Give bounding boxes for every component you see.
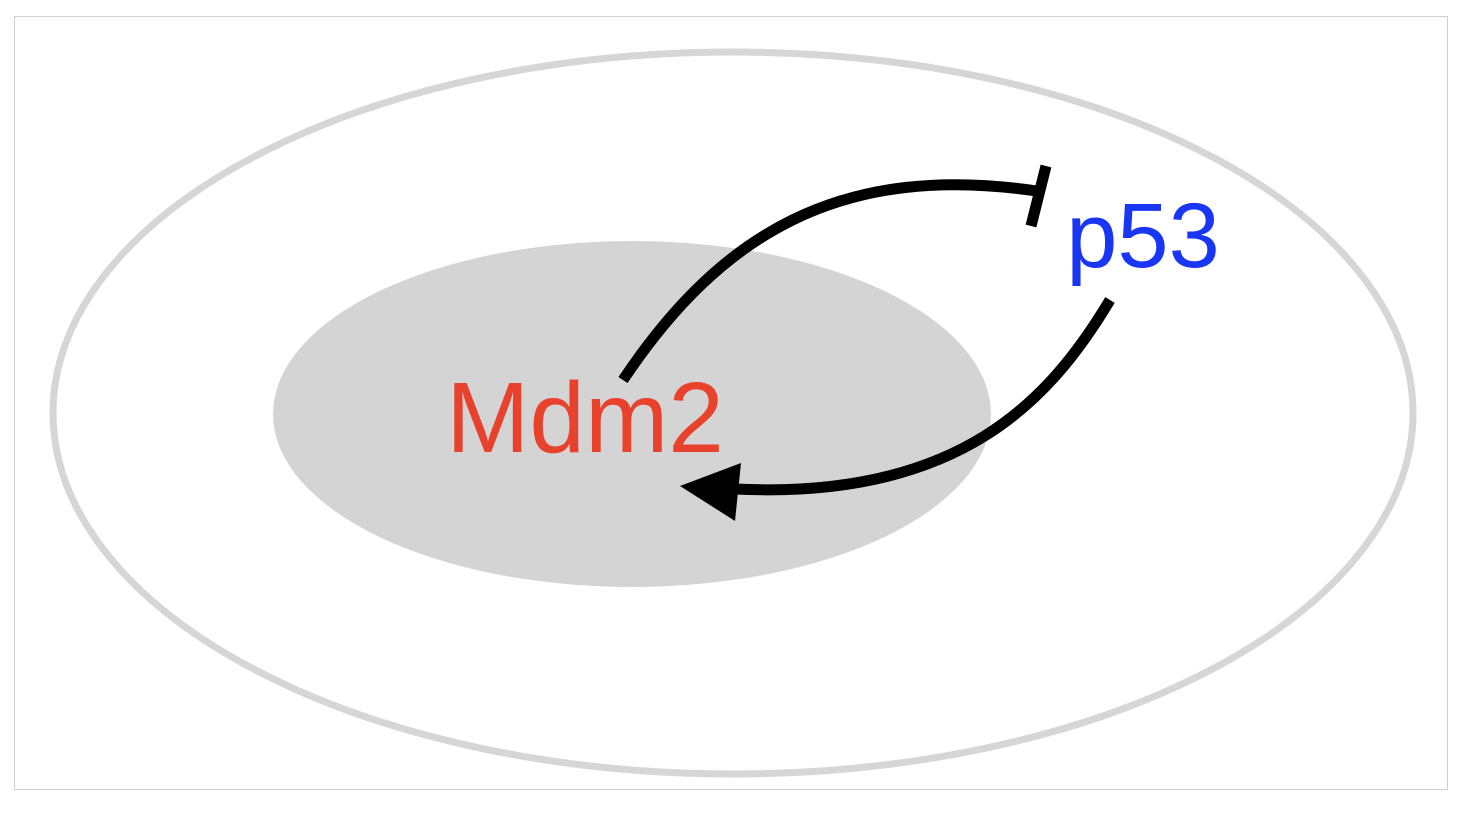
cell-membrane <box>49 48 1417 778</box>
node-label-mdm2: Mdm2 <box>446 362 724 474</box>
inhibition-bar-icon <box>1025 164 1052 228</box>
nucleus <box>273 241 991 587</box>
arrowhead-icon <box>680 463 741 521</box>
activation-edge-p53-to-mdm2 <box>734 297 1115 496</box>
node-label-p53: p53 <box>1066 185 1220 287</box>
inhibition-edge-mdm2-to-p53 <box>618 179 1044 384</box>
